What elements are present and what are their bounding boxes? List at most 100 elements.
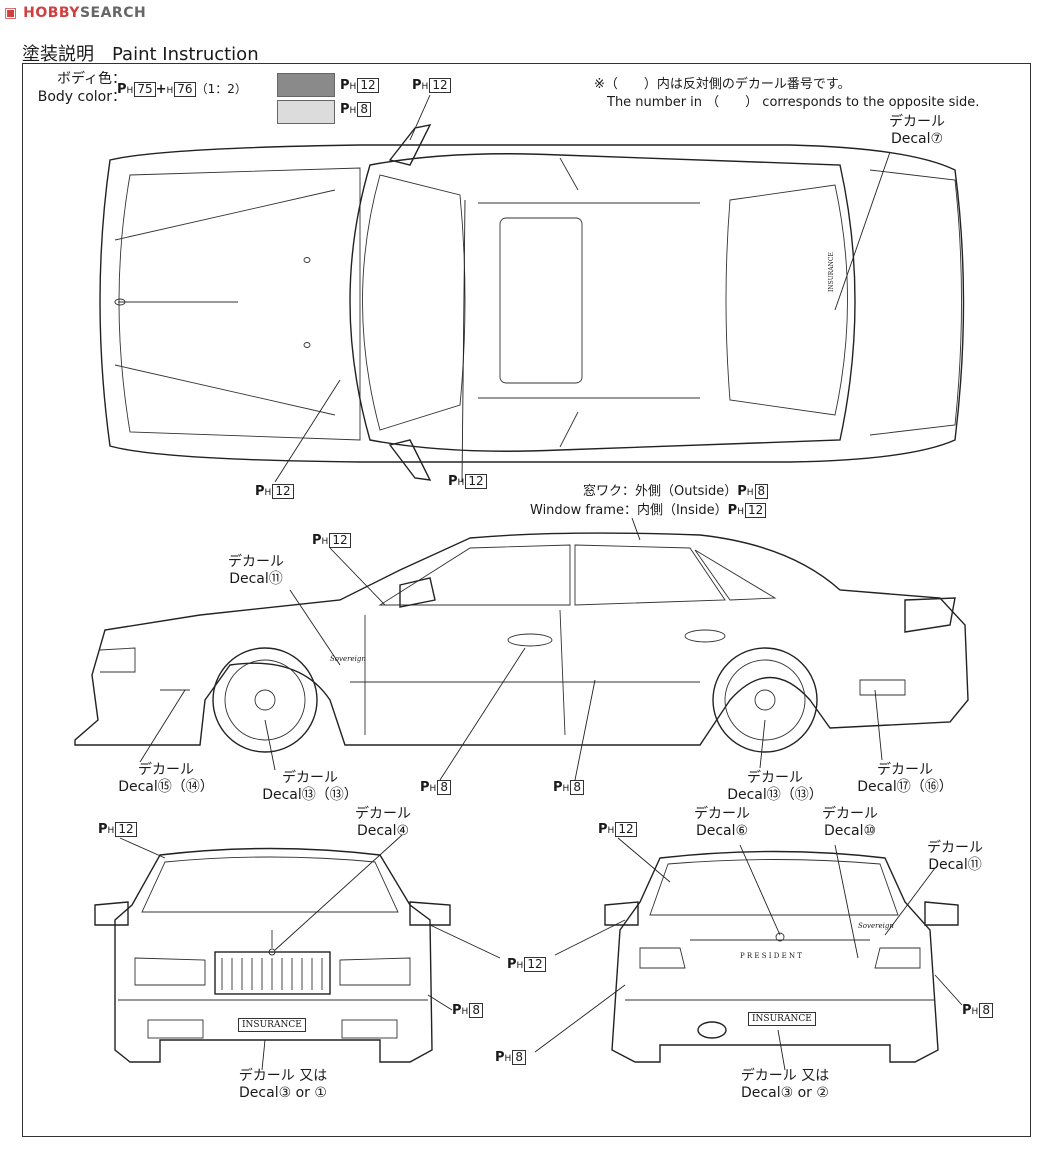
code-box: 8 xyxy=(437,780,451,795)
decal-word-ja: デカール xyxy=(927,840,983,856)
decal-word-ja: デカール xyxy=(228,554,284,570)
decal-17-number: ⑰（⑯） xyxy=(896,779,953,795)
swatch-code-8: 8 xyxy=(357,102,371,117)
side-view-car xyxy=(74,532,969,753)
decal-17-label: デカール Decal⑰（⑯） xyxy=(840,762,970,796)
decal-word-en: Decal xyxy=(727,787,767,803)
or-ja: 又は xyxy=(801,1068,830,1084)
decal-word-en: Decal xyxy=(262,787,302,803)
code-box: 12 xyxy=(329,533,351,548)
decal-3-rear-label: デカール 又は Decal③ or ② xyxy=(710,1068,860,1102)
decal-word-en: Decal xyxy=(356,823,397,839)
decal-word-en: Decal xyxy=(229,571,269,587)
decal-13-front-number: ⑬（⑬） xyxy=(301,787,358,803)
decal-4-label: デカール Decal④ xyxy=(338,806,428,840)
instruction-frame xyxy=(22,63,1031,1137)
decal-6-number: ⑥ xyxy=(735,823,749,839)
decal-13-rear-number: ⑬（⑬） xyxy=(766,787,823,803)
decal-3-front-label: デカール 又は Decal③ or ① xyxy=(208,1068,358,1102)
decal-word-ja: デカール xyxy=(747,770,803,786)
decal-word-ja: デカール xyxy=(138,762,194,778)
decal-word-en: Decal xyxy=(890,131,931,147)
decal-11-number: ⑪ xyxy=(268,571,283,587)
paint-code-76: 76 xyxy=(174,82,196,97)
decal-word-ja: デカール xyxy=(889,114,945,130)
decal-word-ja: デカール xyxy=(355,806,411,822)
decal-word-ja: デカール xyxy=(694,806,750,822)
front-view-car xyxy=(94,847,451,1063)
decal-word-en: Decal xyxy=(823,823,864,839)
rear-sovereign-badge: Sovereign xyxy=(858,922,894,930)
decal-word-ja: デカール xyxy=(282,770,338,786)
decal-10-number: ⑩ xyxy=(863,823,877,839)
decal-15-label: デカール Decal⑮（⑭） xyxy=(100,762,232,796)
decal-3-rear-number: ③ xyxy=(780,1085,794,1101)
code-box: 12 xyxy=(115,822,137,837)
front-license-plate: INSURANCE xyxy=(238,1018,306,1032)
decal-10-label: デカール Decal⑩ xyxy=(800,806,900,840)
window-frame-inside-code: 12 xyxy=(744,503,767,518)
code-box: 12 xyxy=(615,822,637,837)
decal-11-rear-number: ⑪ xyxy=(967,857,982,873)
body-color-label-en: Body color： xyxy=(37,89,126,105)
decal-15-number: ⑮（⑭） xyxy=(157,779,214,795)
decal-4-number: ④ xyxy=(396,823,410,839)
decal-7-label: デカール Decal⑦ xyxy=(872,114,962,148)
code-box: 12 xyxy=(465,474,487,489)
swatch-code-12: 12 xyxy=(357,78,379,93)
code-box: 12 xyxy=(524,957,546,972)
window-frame-en-text: Window frame：内側（Inside） xyxy=(530,503,728,518)
mirror-paint-code: 12 xyxy=(429,78,451,93)
note-ja: ※（ ）内は反対側のデカール番号です。 xyxy=(594,77,851,92)
decal-word-ja: デカール xyxy=(822,806,878,822)
rear-license-plate: INSURANCE xyxy=(748,1012,816,1026)
decal-word-ja: デカール xyxy=(877,762,933,778)
decal-2-number: ② xyxy=(816,1085,829,1101)
side-sovereign-badge: Sovereign xyxy=(330,655,366,663)
decal-word-en: Decal xyxy=(741,1085,781,1101)
decal-word-en: Decal xyxy=(857,779,897,795)
or-en: or xyxy=(797,1085,812,1101)
top-insurance-sticker: INSURANCE xyxy=(828,252,835,292)
decal-11-label: デカール Decal⑪ xyxy=(208,554,304,588)
logo-icon: ▣ xyxy=(4,5,24,21)
body-color-label-ja: ボディ色： xyxy=(56,71,126,87)
decal-word-ja: デカール xyxy=(740,1068,797,1084)
code-box: 8 xyxy=(469,1003,483,1018)
decal-11-rear-label: デカール Decal⑪ xyxy=(905,840,1005,874)
leader-lines xyxy=(119,94,963,1071)
top-view-car xyxy=(99,124,965,481)
hobby-search-logo: ▣ HOBBYSEARCH xyxy=(4,5,146,21)
paint-swatch-8 xyxy=(277,100,335,124)
logo-brand: HOBBY xyxy=(23,5,80,21)
decal-word-en: Decal xyxy=(118,779,158,795)
decal-7-number: ⑦ xyxy=(930,131,944,147)
mix-ratio: （1：2） xyxy=(195,82,247,96)
decal-word-ja: デカール xyxy=(238,1068,295,1084)
code-box: 8 xyxy=(570,780,584,795)
note-en: The number in （ ） corresponds to the opp… xyxy=(607,95,980,110)
decal-word-en: Decal xyxy=(695,823,736,839)
paint-swatch-12 xyxy=(277,73,335,97)
decal-1-number: ① xyxy=(314,1085,327,1101)
logo-rest: SEARCH xyxy=(79,5,147,21)
code-box: 12 xyxy=(272,484,294,499)
page-title: 塗装説明 Paint Instruction xyxy=(22,44,259,65)
decal-13-rear-label: デカール Decal⑬（⑬） xyxy=(710,770,840,804)
code-box: 8 xyxy=(979,1003,993,1018)
or-ja: 又は xyxy=(299,1068,328,1084)
